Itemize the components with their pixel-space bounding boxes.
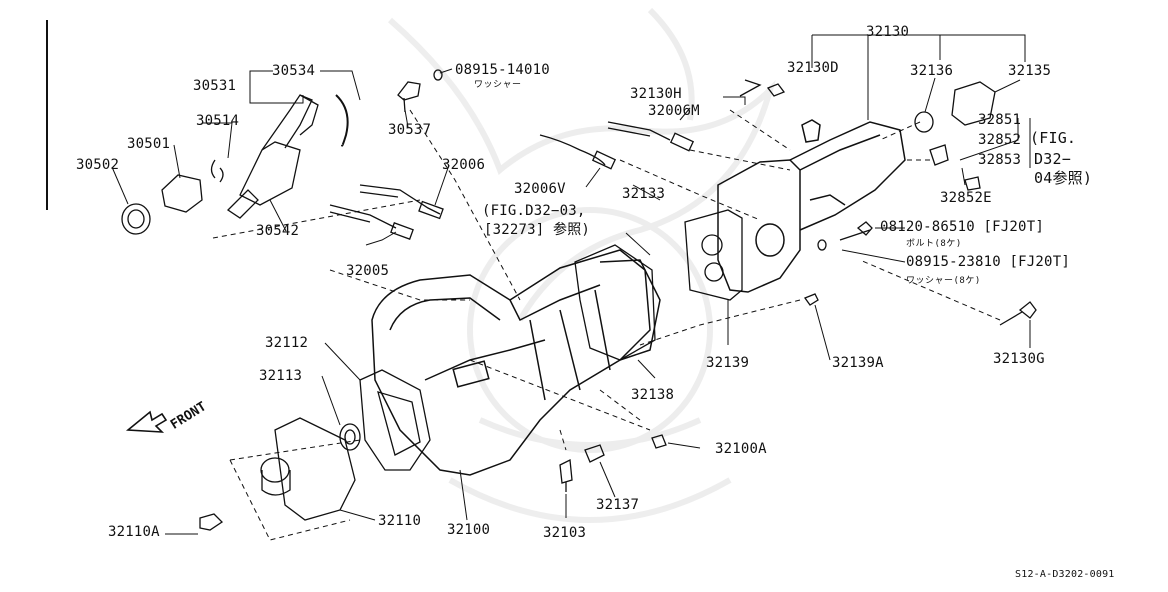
label-32005: 32005 — [346, 263, 390, 279]
label-32851: 32851 — [978, 112, 1022, 128]
label-30501: 30501 — [127, 136, 171, 152]
fig-ref-right-3: 04参照) — [1034, 169, 1093, 187]
label-32113: 32113 — [259, 368, 303, 384]
rear-small-parts — [739, 79, 1037, 326]
label-30542: 30542 — [256, 223, 300, 239]
bottom-small-parts — [559, 434, 667, 492]
intermediate-plate — [684, 209, 743, 301]
note-washer-2: ワッシャー(8ケ) — [906, 276, 981, 286]
label-08915-14010: 08915-14010 — [455, 62, 550, 78]
extension-housing — [717, 119, 906, 293]
front-cover-parts — [199, 369, 431, 531]
assembly-lines — [212, 109, 1001, 541]
label-32138: 32138 — [631, 387, 675, 403]
note-washer-1: ワッシャー — [474, 80, 522, 90]
leader-lines — [111, 34, 1031, 535]
label-32110A: 32110A — [108, 524, 160, 540]
fig-ref-mid-1: (FIG.D32−03, — [482, 203, 586, 219]
front-arrow-icon — [125, 410, 168, 433]
label-32852: 32852 — [978, 132, 1022, 148]
shift-fork-assembly — [121, 94, 349, 235]
label-08915-23810: 08915-23810 [FJ20T] — [906, 254, 1070, 270]
label-30502: 30502 — [76, 157, 120, 173]
fig-ref-mid-2: [32273] 参照) — [484, 222, 591, 238]
label-32006V: 32006V — [514, 181, 566, 197]
label-32103: 32103 — [543, 525, 587, 541]
label-32130H: 32130H — [630, 86, 682, 102]
label-32139: 32139 — [706, 355, 750, 371]
gasket-32138 — [574, 244, 656, 361]
switch-sensors — [329, 121, 695, 240]
label-30537: 30537 — [388, 122, 432, 138]
label-32130G: 32130G — [993, 351, 1045, 367]
label-32136: 32136 — [910, 63, 954, 79]
label-32852E: 32852E — [940, 190, 992, 206]
image-code: S12-A-D3202-0091 — [1015, 569, 1115, 580]
label-32100: 32100 — [447, 522, 491, 538]
label-30514: 30514 — [196, 113, 240, 129]
label-30534: 30534 — [272, 63, 316, 79]
label-08120-86510: 08120-86510 [FJ20T] — [880, 219, 1044, 235]
label-30531: 30531 — [193, 78, 237, 94]
label-32853: 32853 — [978, 152, 1022, 168]
note-bolt: ボルト(8ケ) — [906, 239, 962, 249]
label-32133: 32133 — [622, 186, 666, 202]
label-32130: 32130 — [866, 24, 910, 40]
clutch-housing — [371, 249, 661, 476]
label-32139A: 32139A — [832, 355, 884, 371]
bolt-30537 — [397, 69, 443, 113]
label-32006M: 32006M — [648, 103, 700, 119]
label-32110: 32110 — [378, 513, 422, 529]
watermark-crest — [388, 7, 776, 523]
label-32137: 32137 — [596, 497, 640, 513]
label-32135: 32135 — [1008, 63, 1052, 79]
label-32112: 32112 — [265, 335, 309, 351]
label-32006: 32006 — [442, 157, 486, 173]
fig-ref-right-2: D32− — [1034, 150, 1071, 168]
label-32130D: 32130D — [787, 60, 839, 76]
label-32100A: 32100A — [715, 441, 767, 457]
fig-ref-right-1: (FIG. — [1030, 129, 1077, 147]
